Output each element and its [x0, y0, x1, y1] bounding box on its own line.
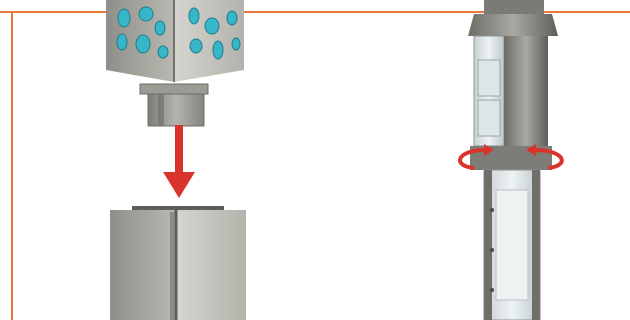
down-arrow-icon — [163, 125, 195, 198]
lantern-head — [106, 0, 244, 82]
square-post — [110, 206, 246, 320]
lantern-neck — [140, 84, 208, 126]
lamp-column — [468, 0, 558, 320]
